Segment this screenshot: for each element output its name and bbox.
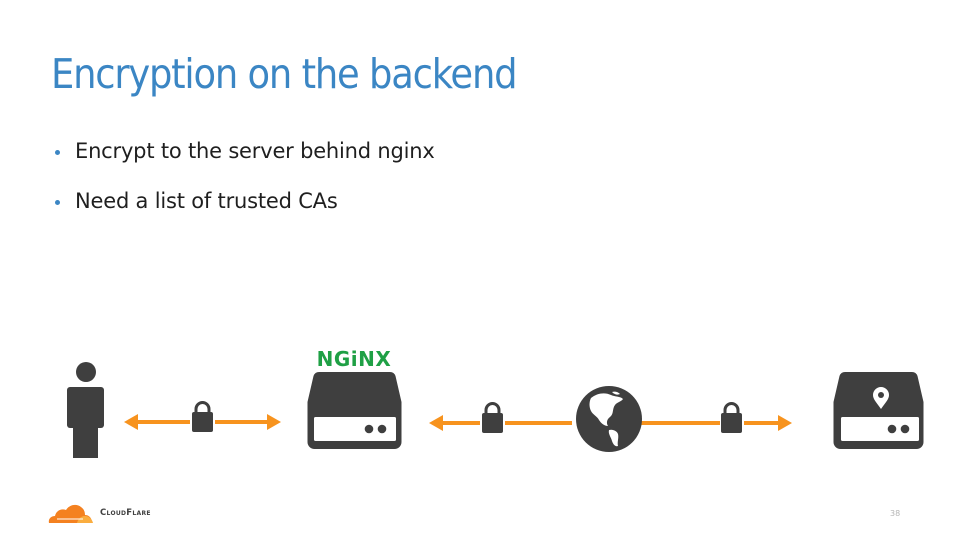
double-arrow (124, 414, 281, 430)
bullet-item: Encrypt to the server behind nginx (55, 126, 435, 176)
slide-title: Encryption on the backend (51, 50, 518, 98)
footer-brand: CloudFlare (100, 508, 151, 518)
nginx-logo: NGiNX (317, 347, 392, 371)
bullet-icon (55, 149, 60, 155)
nginx-server: NGiNX (307, 347, 402, 449)
bullet-text: Encrypt to the server behind nginx (75, 139, 435, 163)
encrypted-link-nginx-origin (429, 402, 792, 433)
bullet-item: Need a list of trusted CAs (55, 176, 435, 226)
bullet-text: Need a list of trusted CAs (75, 189, 338, 213)
bullet-icon (55, 199, 60, 205)
lock-icon (721, 402, 742, 433)
encrypted-link-user-nginx (124, 401, 281, 432)
location-pin-icon (873, 387, 889, 409)
server-icon (307, 372, 402, 449)
cloudflare-cloud-icon (48, 504, 93, 523)
page-number: 38 (890, 509, 901, 518)
footer-logo: CloudFlare (47, 502, 151, 524)
double-arrow (429, 415, 792, 431)
lock-icon (192, 401, 213, 432)
globe-icon (576, 386, 642, 452)
lock-icon (482, 402, 503, 433)
server-location-icon (833, 372, 924, 449)
bullet-list: Encrypt to the server behind nginx Need … (55, 126, 435, 226)
person-icon (67, 362, 104, 458)
